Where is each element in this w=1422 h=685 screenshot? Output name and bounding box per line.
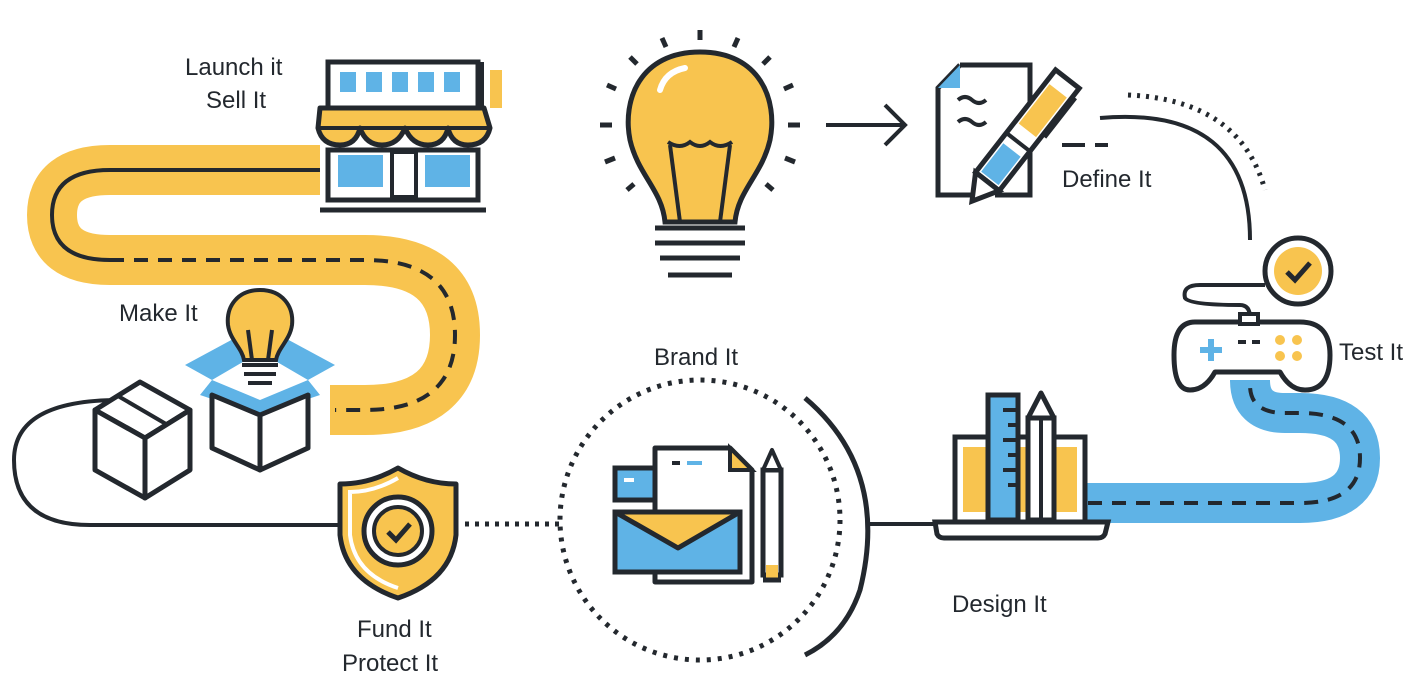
shield-check-icon: [337, 465, 459, 601]
design-label: Design It: [952, 591, 1047, 618]
yellow-path: [26, 145, 481, 435]
connector-define-test: [1099, 114, 1252, 241]
arrow-right-icon: [826, 103, 908, 147]
launch-label: Launch it: [185, 54, 283, 81]
brand-arc: [803, 396, 871, 658]
protect-label: Protect It: [342, 650, 439, 677]
gamepad-icon: [1171, 312, 1333, 393]
envelope-stationery-icon: [612, 443, 784, 585]
closed-box-icon: [92, 379, 193, 501]
gamepad-cord: [1182, 283, 1265, 319]
laptop-ruler-pencil-icon: [932, 390, 1112, 541]
lightbulb-icon: [600, 30, 800, 278]
define-label: Define It: [1062, 166, 1152, 193]
checkmark-badge-icon: [1262, 235, 1334, 307]
make-label: Make It: [119, 300, 198, 327]
open-box-bulb-icon: [185, 287, 335, 473]
connector-loop-left: [11, 398, 345, 527]
fund-label: Fund It: [357, 616, 432, 643]
test-label: Test It: [1339, 339, 1404, 366]
store-icon: [315, 59, 502, 213]
document-pen-icon: [935, 62, 1083, 206]
brand-dotted-circle: [557, 377, 843, 663]
brand-label: Brand It: [654, 344, 739, 371]
blue-path: [1085, 378, 1381, 523]
sell-label: Sell It: [206, 87, 267, 114]
